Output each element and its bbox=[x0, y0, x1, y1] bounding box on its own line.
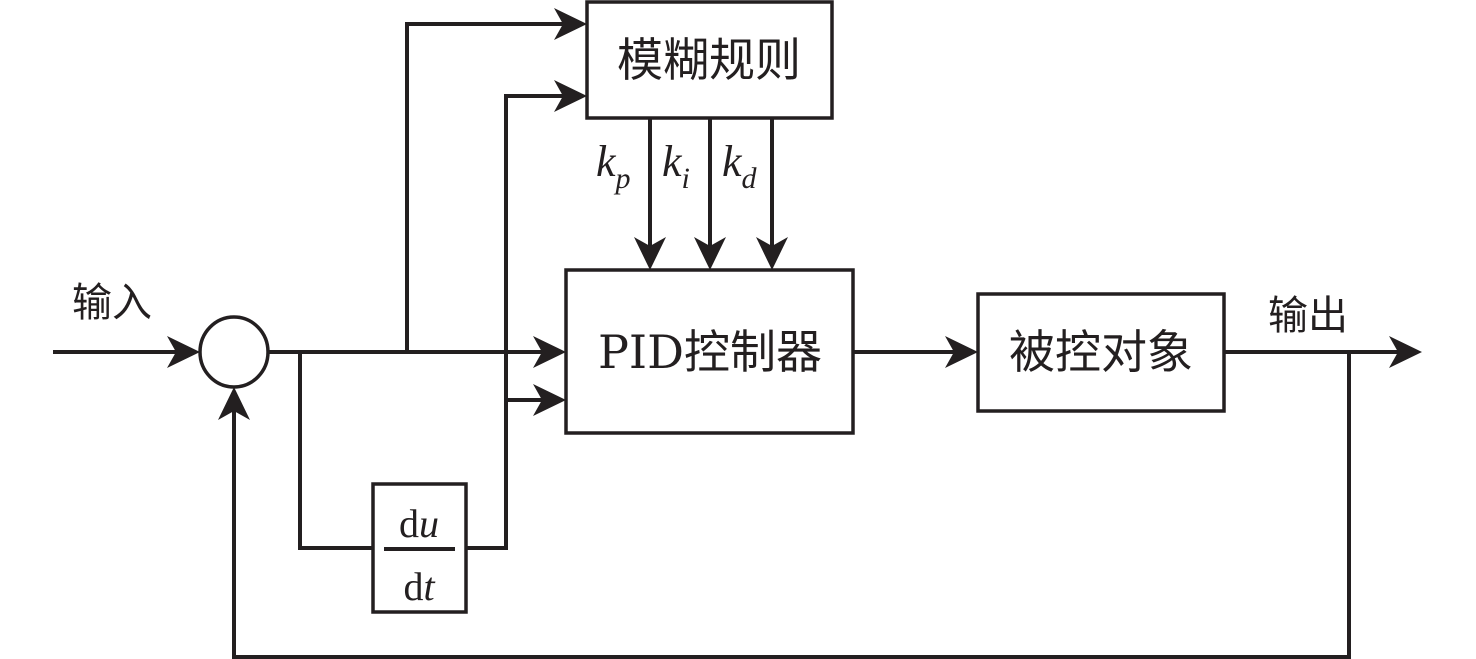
kd-arrowhead bbox=[756, 237, 788, 270]
kp-label: kp bbox=[596, 137, 631, 195]
output-arrowhead bbox=[1389, 336, 1422, 368]
input-label: 输入 bbox=[72, 280, 152, 326]
ki-arrowhead bbox=[694, 237, 726, 270]
output-label: 输出 bbox=[1268, 293, 1348, 339]
plant-block: 被控对象 bbox=[976, 292, 1226, 413]
plant-label: 被控对象 bbox=[1009, 325, 1193, 379]
fuzzy-rules-label: 模糊规则 bbox=[617, 33, 801, 87]
pid-controller-label: PID控制器 bbox=[598, 325, 822, 379]
input-arrowhead bbox=[167, 336, 200, 368]
derivative-denominator: dt bbox=[403, 564, 435, 609]
derivative-to-fuzzy-line bbox=[466, 94, 577, 550]
error-to-fuzzy-line bbox=[405, 22, 577, 352]
error-to-fuzzy-arrowhead bbox=[554, 8, 587, 40]
feedback-line bbox=[232, 352, 1351, 659]
error-to-fuzzy-branch bbox=[405, 8, 587, 352]
derivative-block: du dt bbox=[371, 482, 468, 614]
derivative-to-pid-arrowhead bbox=[533, 384, 566, 416]
output-signal: 输出 bbox=[1224, 293, 1422, 368]
ki-label: ki bbox=[662, 137, 690, 195]
error-signal bbox=[268, 336, 566, 368]
kp-arrowhead bbox=[634, 237, 666, 270]
control-signal bbox=[853, 336, 978, 368]
summing-junction bbox=[198, 315, 270, 389]
error-to-derivative-line bbox=[298, 352, 373, 550]
fuzzy-rules-block: 模糊规则 bbox=[585, 0, 834, 120]
feedback-arrowhead bbox=[218, 387, 250, 420]
kd-label: kd bbox=[722, 137, 758, 195]
derivative-numerator: du bbox=[399, 501, 439, 546]
plant-box bbox=[976, 292, 1226, 413]
pid-controller-block: PID控制器 bbox=[564, 268, 855, 435]
input-signal: 输入 bbox=[53, 280, 200, 368]
pid-to-plant-arrowhead bbox=[945, 336, 978, 368]
feedback-path bbox=[218, 352, 1351, 659]
derivative-output bbox=[466, 80, 587, 550]
error-to-pid-arrowhead bbox=[533, 336, 566, 368]
pid-controller-box bbox=[564, 268, 855, 435]
derivative-to-fuzzy-arrowhead bbox=[554, 80, 587, 112]
fuzzy-rules-box bbox=[585, 0, 834, 120]
gain-signals: kp ki kd bbox=[596, 118, 788, 270]
